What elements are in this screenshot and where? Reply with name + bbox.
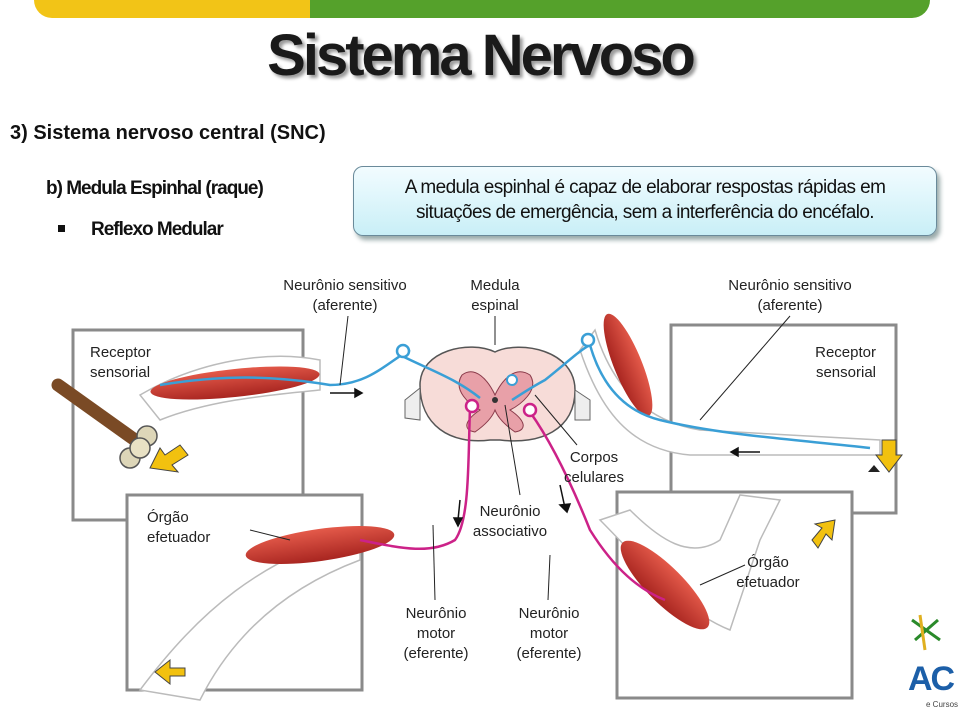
muscle-bottom-left (245, 526, 395, 564)
logo-small-text: e Cursos (926, 700, 959, 709)
leader-lines (249, 315, 791, 601)
muscle-bottom-right (620, 540, 710, 630)
label-motor-left-1: Neurônio (406, 605, 467, 622)
callout-line-1: A medula espinhal é capaz de elaborar re… (404, 177, 886, 198)
arm-outline-top (579, 328, 881, 456)
label-orgao-left-2: efetuador (147, 529, 210, 546)
direction-arrows (330, 387, 760, 528)
bullet-item: Reflexo Medular (58, 219, 224, 241)
subsection-heading: b) Medula Espinhal (raque) (46, 178, 264, 199)
label-orgao-right-2: efetuador (736, 574, 799, 591)
label-orgao-right-1: Órgão (747, 554, 789, 571)
label-corpos-2: celulares (564, 469, 624, 486)
sensory-neuron-left (159, 348, 411, 387)
label-motor-right-1: Neurônio (519, 605, 580, 622)
muscle-top-left (150, 366, 320, 400)
callout-line-2: situações de emergência, sem a interferê… (416, 202, 875, 223)
motor-cell-body-right (522, 402, 538, 418)
label-sensory-right-1: Neurônio sensitivo (728, 277, 851, 294)
pin-icon (868, 465, 880, 472)
slide-title: Sistema Nervoso (267, 23, 696, 88)
response-arrow-bottom-left-icon (154, 658, 186, 686)
stimulus-arrow-top-right-icon (874, 439, 904, 473)
label-motor-right-3: (eferente) (516, 645, 581, 662)
label-motor-left-3: (eferente) (403, 645, 468, 662)
label-medula-2: espinal (471, 297, 519, 314)
panel-top-right (669, 323, 898, 515)
bullet-text: Reflexo Medular (91, 219, 224, 240)
motor-cell-body-left (464, 398, 480, 414)
label-associativo-2: associativo (473, 523, 547, 540)
label-sensory-left-2: (aferente) (312, 297, 377, 314)
motor-neuron-right (528, 411, 666, 602)
label-receptor-left-1: Receptor (90, 344, 151, 361)
motor-neuron-left (359, 407, 472, 551)
label-orgao-left-1: Órgão (147, 509, 189, 526)
label-receptor-left-2: sensorial (90, 364, 150, 381)
label-receptor-right-1: Receptor (815, 344, 876, 361)
response-arrow-bottom-right-icon (811, 519, 836, 549)
label-receptor-right-2: sensorial (816, 364, 876, 381)
callout-box: A medula espinhal é capaz de elaborar re… (353, 166, 937, 236)
header-bar-green (310, 0, 930, 18)
label-motor-right-2: motor (530, 625, 568, 642)
muscle-top-right (603, 313, 653, 417)
sensory-neuron-left-entry (399, 353, 481, 399)
spinal-cord-icon (404, 346, 591, 442)
label-sensory-right-2: (aferente) (757, 297, 822, 314)
label-medula-1: Medula (470, 277, 520, 294)
label-associativo-1: Neurônio (480, 503, 541, 520)
header-bar-yellow (34, 0, 314, 18)
sensory-cell-body-left (395, 343, 411, 359)
label-motor-left-2: motor (417, 625, 455, 642)
sensory-cell-body-right (580, 332, 596, 348)
section-heading: 3) Sistema nervoso central (SNC) (10, 122, 326, 144)
label-corpos-1: Corpos (570, 449, 618, 466)
stimulus-arrow-top-left-icon (149, 444, 189, 473)
sensory-neuron-right (511, 343, 871, 450)
logo-mark-icon (911, 614, 941, 651)
interneuron-body (506, 374, 518, 386)
logo-text: AC (908, 660, 955, 698)
label-sensory-left-1: Neurônio sensitivo (283, 277, 406, 294)
bullet-square-icon (58, 225, 65, 232)
reflex-hammer-icon (51, 378, 158, 469)
